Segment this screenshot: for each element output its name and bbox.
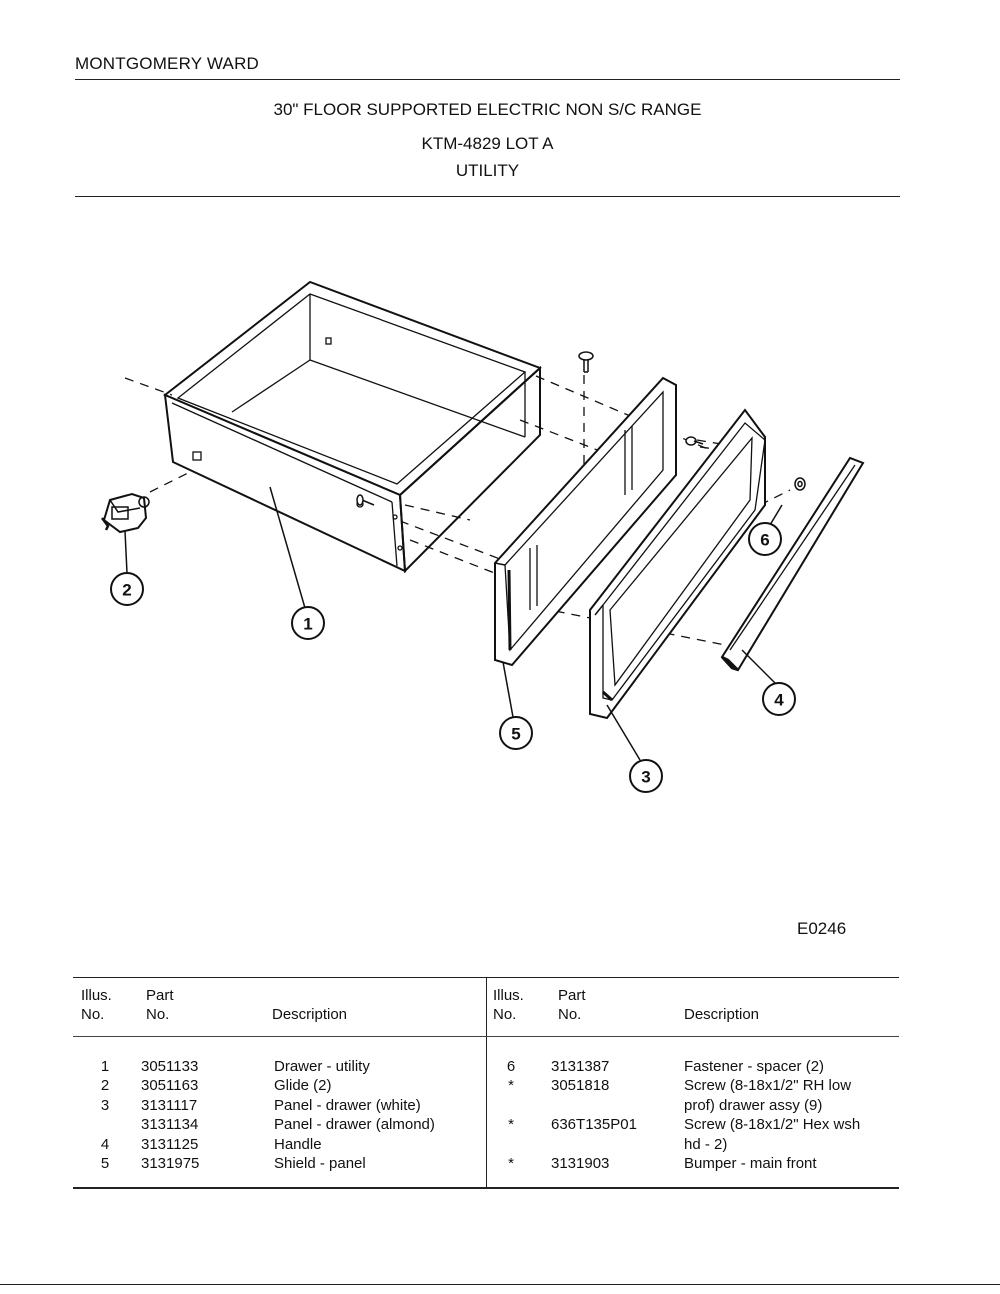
- table-cell: [551, 1135, 637, 1154]
- table-column-divider: [486, 977, 487, 1188]
- table-cell: Handle: [274, 1135, 322, 1153]
- table-cell: 3051818: [551, 1077, 610, 1095]
- table-cell: 636T135P01: [551, 1116, 637, 1134]
- table-cell: [551, 1096, 637, 1115]
- table-cell: *: [508, 1116, 514, 1134]
- table-cell: Fastener - spacer (2): [684, 1058, 825, 1075]
- table-cell: 1: [100, 1058, 110, 1075]
- page-bottom-rule: [0, 1284, 1000, 1285]
- table-cell: 3131903: [551, 1154, 610, 1172]
- callout-circles: [110, 522, 796, 793]
- table-cell: [501, 1135, 521, 1154]
- callout-label-5: 5: [511, 725, 520, 744]
- callout-label-4: 4: [774, 691, 784, 710]
- table-cell: 3: [100, 1096, 110, 1114]
- callout-1: [291, 606, 325, 640]
- table-cell: Screw (8-18x1/2" RH low: [684, 1077, 852, 1095]
- table-cell: Drawer - utility: [274, 1058, 370, 1075]
- header-illus-right: Illus.No.: [493, 987, 524, 1023]
- table-cell: 3131387: [551, 1058, 610, 1075]
- shield-panel-part: [494, 376, 677, 667]
- table-cell: 4: [100, 1135, 110, 1153]
- screw-parts: [356, 351, 704, 506]
- exploded-parts-diagram: 1 2 3 4 5 6: [0, 240, 1000, 840]
- header-illus-left: Illus.No.: [81, 987, 112, 1023]
- table-cell: Glide (2): [274, 1077, 332, 1095]
- table-bottom-rule: [73, 1187, 899, 1189]
- callout-5: [499, 716, 533, 750]
- table-cell: 3131975: [141, 1154, 200, 1172]
- callout-6: [748, 522, 782, 556]
- table-cell: Shield - panel: [274, 1154, 366, 1172]
- table-cell: Bumper - main front: [684, 1154, 817, 1172]
- callout-label-2: 2: [122, 581, 131, 600]
- callout-2: [110, 572, 144, 606]
- table-cell: 3051133: [141, 1058, 199, 1075]
- header-rule-top: [75, 79, 900, 80]
- table-cell: *: [508, 1077, 514, 1095]
- right-illus-column: 6 * * *: [501, 1057, 521, 1173]
- table-cell: [501, 1096, 521, 1115]
- drawer-utility-part: [163, 280, 542, 574]
- table-cell: Panel - drawer (almond): [274, 1116, 435, 1134]
- table-cell: Screw (8-18x1/2" Hex wsh: [684, 1116, 861, 1134]
- table-cell: 3131117: [141, 1096, 198, 1114]
- left-illus-column: 1 2 3 4 5: [95, 1057, 115, 1173]
- table-cell: *: [508, 1154, 514, 1172]
- callout-label-6: 6: [760, 531, 769, 550]
- table-cell: 6: [506, 1058, 516, 1075]
- table-cell: prof) drawer assy (9): [684, 1096, 823, 1114]
- callout-label-3: 3: [641, 768, 650, 787]
- table-cell: 5: [100, 1154, 110, 1172]
- table-header-rule: [73, 1036, 899, 1037]
- leader-lines: [124, 486, 783, 761]
- table-cell: Panel - drawer (white): [274, 1096, 421, 1114]
- page-title: 30" FLOOR SUPPORTED ELECTRIC NON S/C RAN…: [273, 100, 702, 119]
- glide-part: [101, 492, 150, 534]
- left-part-column: 3051133 3051163 3131117 3131134 3131125 …: [141, 1057, 199, 1173]
- diagram-reference-code: E0246: [797, 919, 847, 938]
- callout-label-1: 1: [303, 615, 312, 634]
- header-description-left: Description: [272, 1006, 348, 1023]
- right-description-column: Fastener - spacer (2) Screw (8-18x1/2" R…: [684, 1057, 860, 1173]
- table-cell: 3051163: [141, 1077, 199, 1095]
- fastener-spacer-part: [794, 477, 806, 491]
- table-cell: [95, 1115, 115, 1134]
- right-part-column: 3131387 3051818 636T135P01 3131903: [551, 1057, 637, 1173]
- header-rule-bottom: [75, 196, 900, 197]
- callout-4: [762, 682, 796, 716]
- model-number: KTM-4829 LOT A: [421, 134, 554, 153]
- header-description-right: Description: [684, 1006, 760, 1023]
- section-name: UTILITY: [455, 161, 520, 180]
- handle-part: [720, 456, 865, 672]
- table-cell: 3131125: [141, 1135, 199, 1153]
- brand-name: MONTGOMERY WARD: [75, 54, 260, 73]
- table-cell: 2: [100, 1077, 110, 1095]
- left-description-column: Drawer - utility Glide (2) Panel - drawe…: [274, 1057, 435, 1173]
- drawer-panel-part: [589, 408, 766, 720]
- callout-3: [629, 759, 663, 793]
- table-cell: 3131134: [141, 1116, 199, 1134]
- table-cell: hd - 2): [684, 1135, 728, 1153]
